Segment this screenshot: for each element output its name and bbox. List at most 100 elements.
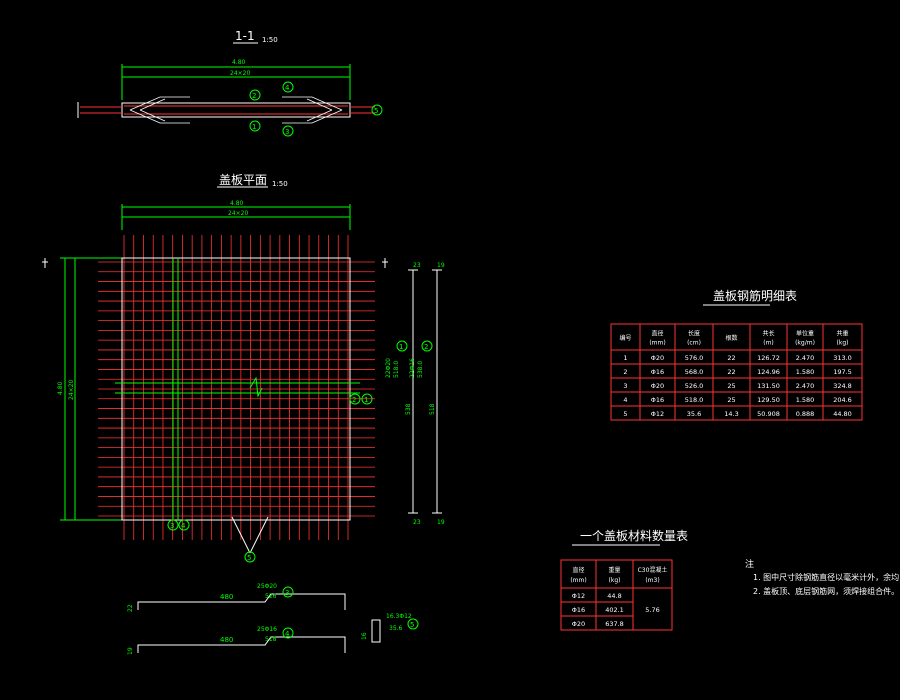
plan-view: 盖板平面 1:50 4.80 24×20 4.80 24×20 2 1 bbox=[42, 173, 445, 563]
rebar-table-cell: 22 bbox=[727, 354, 735, 362]
rebar-table-cell: 129.50 bbox=[757, 396, 780, 404]
rebar-table-cell: 204.6 bbox=[833, 396, 852, 404]
rebar-table-cell: 126.72 bbox=[757, 354, 780, 362]
detail-3-id: 3 bbox=[285, 589, 289, 597]
rebar-table-cell: 35.6 bbox=[687, 410, 701, 418]
rebar-table-cell: 526.0 bbox=[685, 382, 704, 390]
section-title: 1-1 bbox=[235, 29, 255, 43]
rebar-table-cell: 1 bbox=[623, 354, 627, 362]
rebar-table-header: 单位重 bbox=[796, 330, 814, 338]
rebar-table-cell: 1.580 bbox=[796, 396, 815, 404]
rebar-table-header: 长度 bbox=[688, 330, 700, 338]
right-bar-mid-2: 518 bbox=[429, 403, 436, 415]
rebar-table-header: 直径 bbox=[651, 330, 663, 338]
right-callout-1: 1 bbox=[399, 343, 403, 351]
material-table-cell: Φ16 bbox=[572, 606, 585, 614]
detail-3-spec: 25Φ20 bbox=[257, 583, 277, 590]
detail-3-end: 22 bbox=[127, 604, 134, 612]
rebar-table-cell: 22 bbox=[727, 368, 735, 376]
detail-4-len: 480 bbox=[220, 636, 233, 644]
material-table-header: (mm) bbox=[570, 577, 586, 584]
right-dim-bottom: 23 bbox=[413, 519, 421, 526]
right-bar-label-2b: 538.0 bbox=[417, 361, 424, 378]
detail-4-spec: 25Φ16 bbox=[257, 626, 277, 633]
right-callout-2: 2 bbox=[424, 343, 428, 351]
detail-3-bend: 526 bbox=[265, 593, 277, 600]
rebar-table-cell: 568.0 bbox=[685, 368, 704, 376]
rebar-table-header: (m) bbox=[763, 340, 774, 347]
material-table-header: (kg) bbox=[609, 577, 621, 584]
detail-3-len: 480 bbox=[220, 593, 233, 601]
material-table-cell: Φ20 bbox=[572, 620, 585, 628]
material-table-cell: 402.1 bbox=[605, 606, 624, 614]
detail-4-end: 19 bbox=[127, 647, 134, 655]
rebar-table-cell: 197.5 bbox=[833, 368, 852, 376]
rebar-table-header: (mm) bbox=[649, 340, 665, 347]
rebar-table-header: (cm) bbox=[687, 340, 701, 347]
notes: 注 1. 图中尺寸除钢筋直径以毫米计外，余均以厘米计。 2. 盖板顶、底层钢筋网… bbox=[745, 558, 900, 596]
rebar-table-cell: 1.580 bbox=[796, 368, 815, 376]
right-dim-top-2: 19 bbox=[437, 262, 445, 269]
section-callout-4: 4 bbox=[285, 84, 290, 92]
material-table-header: C30混凝土 bbox=[638, 566, 668, 574]
rebar-table-cell: Φ20 bbox=[651, 382, 664, 390]
rebar-table-cell: 25 bbox=[727, 396, 735, 404]
rebar-table-cell: 576.0 bbox=[685, 354, 704, 362]
rebar-table-cell: 5 bbox=[623, 410, 627, 418]
rebar-table-cell: 2.470 bbox=[796, 354, 815, 362]
material-table-cell: 637.8 bbox=[605, 620, 624, 628]
section-scale: 1:50 bbox=[262, 36, 278, 44]
rebar-table-header: 共长 bbox=[762, 330, 774, 338]
rebar-table-cell: 324.8 bbox=[833, 382, 852, 390]
rebar-table-header: 根数 bbox=[725, 334, 737, 342]
rebar-table-cell: Φ16 bbox=[651, 396, 664, 404]
notes-heading: 注 bbox=[745, 558, 754, 570]
plan-callout-1: 1 bbox=[364, 396, 368, 404]
right-bar-label-1: 22Φ20 bbox=[385, 358, 392, 378]
plan-dim-top-total: 4.80 bbox=[230, 200, 244, 207]
material-table-cell: Φ12 bbox=[572, 592, 585, 600]
rebar-table-cell: Φ12 bbox=[651, 410, 664, 418]
plan-callout-4: 4 bbox=[181, 522, 186, 530]
material-table-title: 一个盖板材料数量表 bbox=[580, 528, 688, 543]
detail-5-end: 16 bbox=[361, 632, 368, 640]
rebar-table-cell: 313.0 bbox=[833, 354, 852, 362]
section-callout-1: 1 bbox=[252, 123, 256, 131]
rebar-table-cell: 44.80 bbox=[833, 410, 852, 418]
rebar-table-cell: 2 bbox=[623, 368, 627, 376]
rebar-table-cell: 131.50 bbox=[757, 382, 780, 390]
rebar-table-cell: 3 bbox=[623, 382, 627, 390]
plan-callout-3: 3 bbox=[170, 522, 174, 530]
rebar-table-header: (kg) bbox=[837, 340, 849, 347]
right-bar-mid-1: 538 bbox=[405, 403, 412, 415]
section-callout-2: 2 bbox=[252, 92, 256, 100]
rebar-table-title: 盖板钢筋明细表 bbox=[713, 288, 797, 303]
note-line-2: 2. 盖板顶、底层钢筋网，须焊接组合件。 bbox=[753, 586, 899, 596]
rebar-table-header: 编号 bbox=[619, 334, 631, 342]
rebar-table-header: (kg/m) bbox=[795, 340, 815, 347]
section-callout-3: 3 bbox=[285, 128, 289, 136]
detail-5-bend: 35.6 bbox=[389, 625, 403, 632]
rebar-table-cell: 0.888 bbox=[796, 410, 815, 418]
rebar-table-cell: Φ16 bbox=[651, 368, 664, 376]
material-table-cell: 44.8 bbox=[607, 592, 621, 600]
note-line-1: 1. 图中尺寸除钢筋直径以毫米计外，余均以厘米计。 bbox=[753, 572, 900, 582]
rebar-table-cell: Φ20 bbox=[651, 354, 664, 362]
right-bar-label-2: 22Φ16 bbox=[409, 358, 416, 378]
rebar-grid bbox=[98, 235, 375, 540]
plan-callout-2: 2 bbox=[352, 396, 356, 404]
right-dim-top: 23 bbox=[413, 262, 421, 269]
plan-callout-5: 5 bbox=[247, 554, 251, 562]
section-view: 1-1 1:50 4.80 24×20 2 4 1 bbox=[77, 29, 383, 137]
material-table-concrete: 5.76 bbox=[645, 606, 659, 614]
material-table-header: 直径 bbox=[572, 566, 584, 574]
detail-4-id: 4 bbox=[285, 630, 290, 638]
section-dim-total: 4.80 bbox=[232, 59, 246, 66]
material-table-header: (m3) bbox=[645, 577, 659, 584]
rebar-table-cell: 2.470 bbox=[796, 382, 815, 390]
detail-4-bend: 518 bbox=[265, 636, 277, 643]
plan-dim-left-total: 4.80 bbox=[57, 381, 64, 395]
right-dim-bottom-2: 19 bbox=[437, 519, 445, 526]
